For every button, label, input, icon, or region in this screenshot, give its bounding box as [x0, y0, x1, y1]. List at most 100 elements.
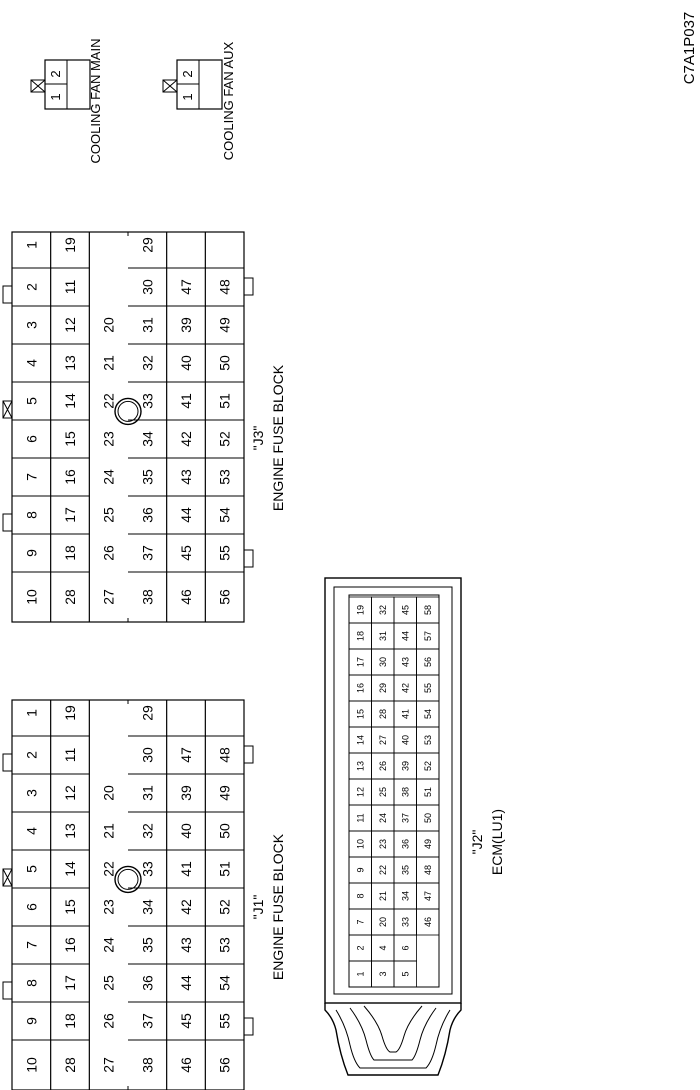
j3-pin-2: 2 — [23, 283, 39, 291]
ecm-pin-40: 40 — [400, 735, 410, 745]
cooling-fan-main-pin-1: 1 — [48, 93, 63, 100]
j3-pin-9: 9 — [23, 549, 39, 557]
j1-fuse-grid — [2, 699, 254, 1090]
j1-pin-25: 25 — [101, 975, 117, 991]
ecm-pin-53: 53 — [423, 735, 433, 745]
ecm-pin-58: 58 — [423, 605, 433, 615]
j3-pin-27: 27 — [101, 589, 117, 605]
j3-pin-32: 32 — [139, 355, 155, 371]
ecm-pin-6: 6 — [400, 945, 410, 950]
ecm-pin-1: 1 — [355, 971, 365, 976]
j3-pin-19: 19 — [62, 237, 78, 253]
ecm-pin-27: 27 — [378, 735, 388, 745]
ecm-pin-57: 57 — [423, 631, 433, 641]
j1-pin-49: 49 — [217, 785, 233, 801]
ecm-pin-56: 56 — [423, 657, 433, 667]
ecm-pin-37: 37 — [400, 813, 410, 823]
j1-pin-4: 4 — [23, 827, 39, 835]
j1-pin-6: 6 — [23, 903, 39, 911]
j1-pin-56: 56 — [217, 1057, 233, 1073]
j1-pin-38: 38 — [139, 1057, 155, 1073]
j1-pin-43: 43 — [178, 937, 194, 953]
j1-pin-17: 17 — [62, 975, 78, 991]
j3-pin-10: 10 — [23, 589, 39, 605]
j3-pin-11: 11 — [62, 280, 78, 295]
cooling-fan-aux-latch-icon — [162, 79, 178, 93]
j1-pin-31: 31 — [139, 785, 155, 801]
j1-pin-46: 46 — [178, 1057, 194, 1073]
ecm-pin-52: 52 — [423, 761, 433, 771]
ecm-pin-43: 43 — [400, 657, 410, 667]
j1-pin-42: 42 — [178, 899, 194, 915]
ecm-pin-51: 51 — [423, 787, 433, 797]
j3-pin-39: 39 — [178, 317, 194, 333]
j3-pin-23: 23 — [101, 431, 117, 447]
j3-pin-22: 22 — [101, 393, 117, 409]
j1-pin-23: 23 — [101, 899, 117, 915]
j1-pin-21: 21 — [101, 823, 117, 839]
j1-pin-28: 28 — [62, 1057, 78, 1073]
j3-pin-47: 47 — [178, 279, 194, 295]
ecm-pin-17: 17 — [355, 657, 365, 667]
j3-pin-17: 17 — [62, 507, 78, 523]
j3-pin-48: 48 — [217, 279, 233, 295]
j3-connector-id: "J3" — [250, 426, 266, 451]
j3-pin-34: 34 — [139, 431, 155, 447]
j1-pin-18: 18 — [62, 1013, 78, 1029]
j1-fuse-block: 1098765432128181716151413121119272625242… — [2, 699, 286, 1090]
j1-pin-12: 12 — [62, 785, 78, 801]
ecm-pin-48: 48 — [423, 865, 433, 875]
j3-pin-1: 1 — [23, 241, 39, 249]
j1-pin-27: 27 — [101, 1057, 117, 1073]
ecm-pin-14: 14 — [355, 735, 365, 745]
ecm-pin-45: 45 — [400, 605, 410, 615]
j1-pin-15: 15 — [62, 899, 78, 915]
j1-pin-51: 51 — [217, 861, 233, 877]
j3-pin-21: 21 — [101, 355, 117, 371]
ecm-pin-16: 16 — [355, 683, 365, 693]
ecm-pin-54: 54 — [423, 709, 433, 719]
j1-pin-35: 35 — [139, 937, 155, 953]
j3-pin-43: 43 — [178, 469, 194, 485]
j1-pin-34: 34 — [139, 899, 155, 915]
j3-pin-29: 29 — [139, 237, 155, 253]
j3-fuse-pin-labels: 1098765432128181716151413121119272625242… — [23, 237, 232, 605]
j3-pin-49: 49 — [217, 317, 233, 333]
j1-pin-54: 54 — [217, 975, 233, 991]
j1-pin-9: 9 — [23, 1017, 39, 1025]
ecm-pin-10: 10 — [355, 839, 365, 849]
ecm-pin-50: 50 — [423, 813, 433, 823]
j3-pin-15: 15 — [62, 431, 78, 447]
j3-connector-name: ENGINE FUSE BLOCK — [270, 364, 286, 511]
j3-pin-56: 56 — [217, 589, 233, 605]
j3-pin-7: 7 — [23, 473, 39, 481]
j3-pin-6: 6 — [23, 435, 39, 443]
j1-pin-20: 20 — [101, 785, 117, 801]
ecm-pin-44: 44 — [400, 631, 410, 641]
j1-pin-47: 47 — [178, 747, 194, 763]
ecm-pin-34: 34 — [400, 891, 410, 901]
j1-pin-3: 3 — [23, 789, 39, 797]
ecm-pin-13: 13 — [355, 761, 365, 771]
ecm-pin-42: 42 — [400, 683, 410, 693]
j1-pin-37: 37 — [139, 1013, 155, 1029]
ecm-pin-12: 12 — [355, 787, 365, 797]
ecm-pin-35: 35 — [400, 865, 410, 875]
ecm-connector-id: "J2" — [469, 830, 485, 855]
j1-pin-36: 36 — [139, 975, 155, 991]
ecm-pin-7: 7 — [355, 919, 365, 924]
cooling-fan-aux-pin-1: 1 — [180, 93, 195, 100]
j3-pin-42: 42 — [178, 431, 194, 447]
cooling-fan-aux-pin-2: 2 — [180, 70, 195, 77]
j1-pin-11: 11 — [62, 748, 78, 763]
ecm-pin-5: 5 — [400, 971, 410, 976]
j1-pin-2: 2 — [23, 751, 39, 759]
cooling-fan-main-label: COOLING FAN MAIN — [88, 39, 103, 164]
ecm-pin-23: 23 — [378, 839, 388, 849]
j3-pin-50: 50 — [217, 355, 233, 371]
cooling-fan-main-pin-2: 2 — [48, 70, 63, 77]
ecm-pin-33: 33 — [400, 917, 410, 927]
ecm-pin-21: 21 — [378, 891, 388, 901]
ecm-pin-22: 22 — [378, 865, 388, 875]
